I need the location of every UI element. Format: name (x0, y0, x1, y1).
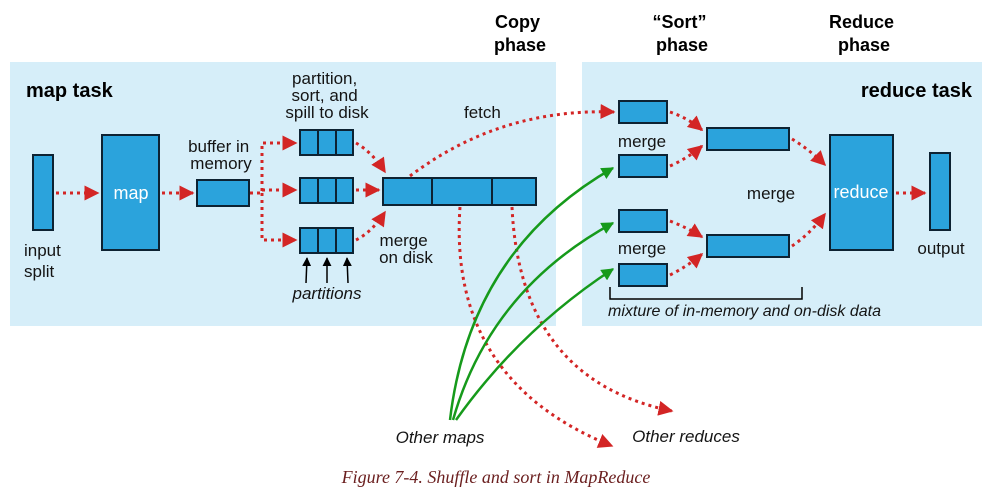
mixture-bracket (609, 287, 803, 300)
output-label: output (917, 239, 965, 258)
output-box (929, 152, 951, 231)
reduce-box (829, 134, 894, 251)
map-task-title: map task (26, 80, 114, 102)
map-output-copy-2 (618, 154, 668, 178)
figure-caption: Figure 7-4. Shuffle and sort in MapReduc… (341, 467, 651, 487)
map-output-copy-3 (618, 209, 668, 233)
map-label: map (113, 183, 148, 203)
merged-run-bottom (706, 234, 790, 258)
merge-label-bottom: merge (618, 239, 666, 258)
green-flow-arrows (448, 166, 615, 421)
sort-phase-label: “Sort” phase (652, 12, 711, 55)
other-maps-label: Other maps (396, 428, 485, 447)
merge-on-disk-label: merge on disk (379, 231, 433, 267)
input-split-label: input split (24, 241, 66, 281)
spill-file-1 (299, 129, 354, 156)
merged-output-file (382, 177, 537, 206)
copy-phase-label: Copy phase (494, 12, 546, 55)
map-box (101, 134, 160, 251)
reduce-task-title: reduce task (861, 80, 973, 102)
fetch-label: fetch (464, 103, 501, 122)
spill-file-3 (299, 227, 354, 254)
spill-file-2 (299, 177, 354, 204)
reduce-phase-label: Reduce phase (829, 12, 899, 55)
merge-label-middle: merge (747, 184, 795, 203)
map-output-copy-1 (618, 100, 668, 124)
merge-label-top: merge (618, 132, 666, 151)
memory-buffer-box (196, 179, 250, 207)
mixture-label: mixture of in-memory and on-disk data (608, 303, 881, 320)
partition-sort-spill-label: partition, sort, and spill to disk (285, 69, 369, 122)
merged-run-top (706, 127, 790, 151)
partitions-label: partitions (292, 284, 362, 303)
partition-pointers (302, 257, 352, 284)
map-output-copy-4 (618, 263, 668, 287)
reduce-label: reduce (833, 182, 888, 202)
input-split-box (32, 154, 54, 231)
buffer-in-memory-label: buffer in memory (188, 137, 254, 173)
other-reduces-label: Other reduces (632, 427, 740, 446)
